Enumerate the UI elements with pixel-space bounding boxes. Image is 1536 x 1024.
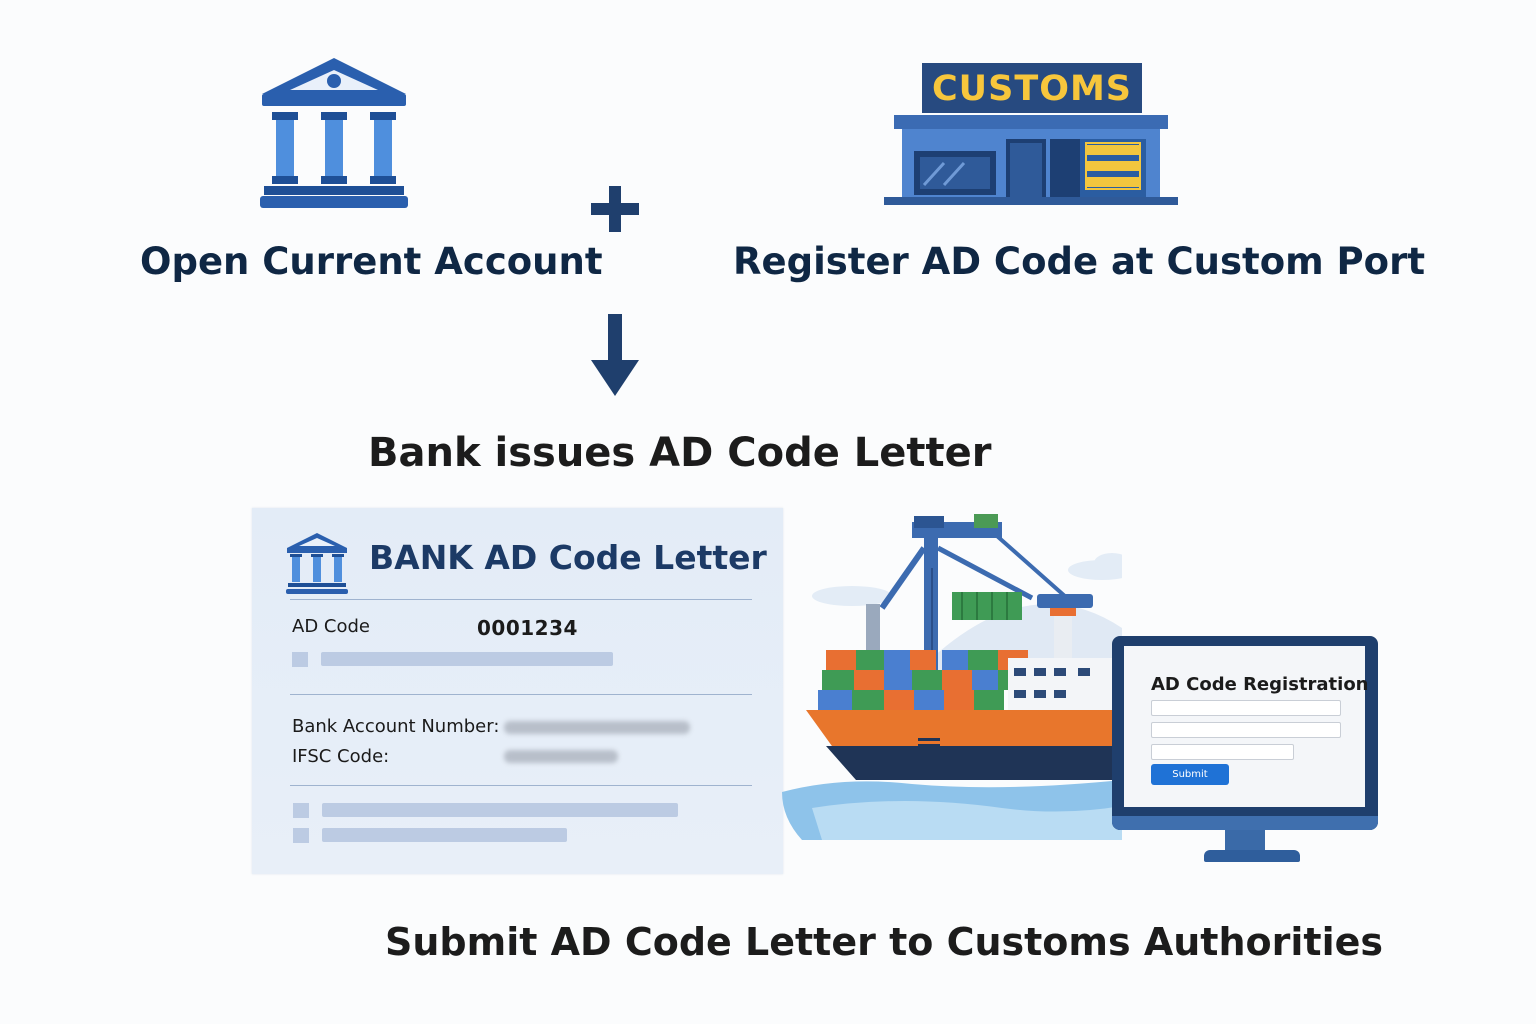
registration-input-3[interactable]	[1151, 744, 1294, 760]
monitor-screen: AD Code Registration Submit	[1124, 646, 1369, 807]
bank-account-number-redacted	[504, 721, 690, 734]
letter-divider	[290, 599, 752, 600]
plus-icon	[591, 186, 639, 232]
bank-account-number-label: Bank Account Number:	[292, 716, 500, 737]
letter-divider	[290, 694, 752, 695]
cargo-ship-icon	[782, 514, 1122, 840]
ifsc-code-redacted	[504, 750, 618, 763]
step-register-ad-code-label: Register AD Code at Custom Port	[733, 240, 1426, 283]
ad-code-value: 0001234	[477, 616, 578, 640]
registration-form-title: AD Code Registration	[1151, 674, 1369, 695]
letter-title: BANK AD Code Letter	[369, 538, 767, 577]
placeholder-line	[322, 828, 567, 842]
letter-bank-icon	[286, 533, 348, 594]
bank-icon	[260, 58, 408, 208]
monitor-stand	[1225, 830, 1265, 852]
ad-code-label: AD Code	[292, 616, 370, 637]
step-open-account-label: Open Current Account	[140, 240, 603, 283]
customs-sign-text: CUSTOMS	[932, 69, 1132, 109]
customs-sign: CUSTOMS	[922, 63, 1142, 113]
placeholder-line	[322, 803, 678, 817]
step-submit-letter-label: Submit AD Code Letter to Customs Authori…	[385, 920, 1383, 964]
placeholder-line	[321, 652, 613, 666]
monitor-chin	[1112, 816, 1378, 830]
placeholder-square	[293, 803, 309, 818]
letter-divider	[290, 785, 752, 786]
ifsc-code-label: IFSC Code:	[292, 746, 390, 767]
placeholder-square	[292, 652, 308, 667]
placeholder-square	[293, 828, 309, 843]
customs-building-icon	[884, 115, 1178, 205]
registration-input-2[interactable]	[1151, 722, 1341, 738]
step-bank-issues-letter-label: Bank issues AD Code Letter	[368, 430, 992, 476]
registration-monitor: AD Code Registration Submit	[1112, 636, 1378, 830]
monitor-base	[1204, 850, 1300, 862]
submit-button[interactable]: Submit	[1151, 764, 1229, 785]
ad-code-letter-card: BANK AD Code Letter AD Code 0001234 Bank…	[252, 508, 783, 874]
registration-input-1[interactable]	[1151, 700, 1341, 716]
arrow-down-icon	[591, 314, 639, 396]
